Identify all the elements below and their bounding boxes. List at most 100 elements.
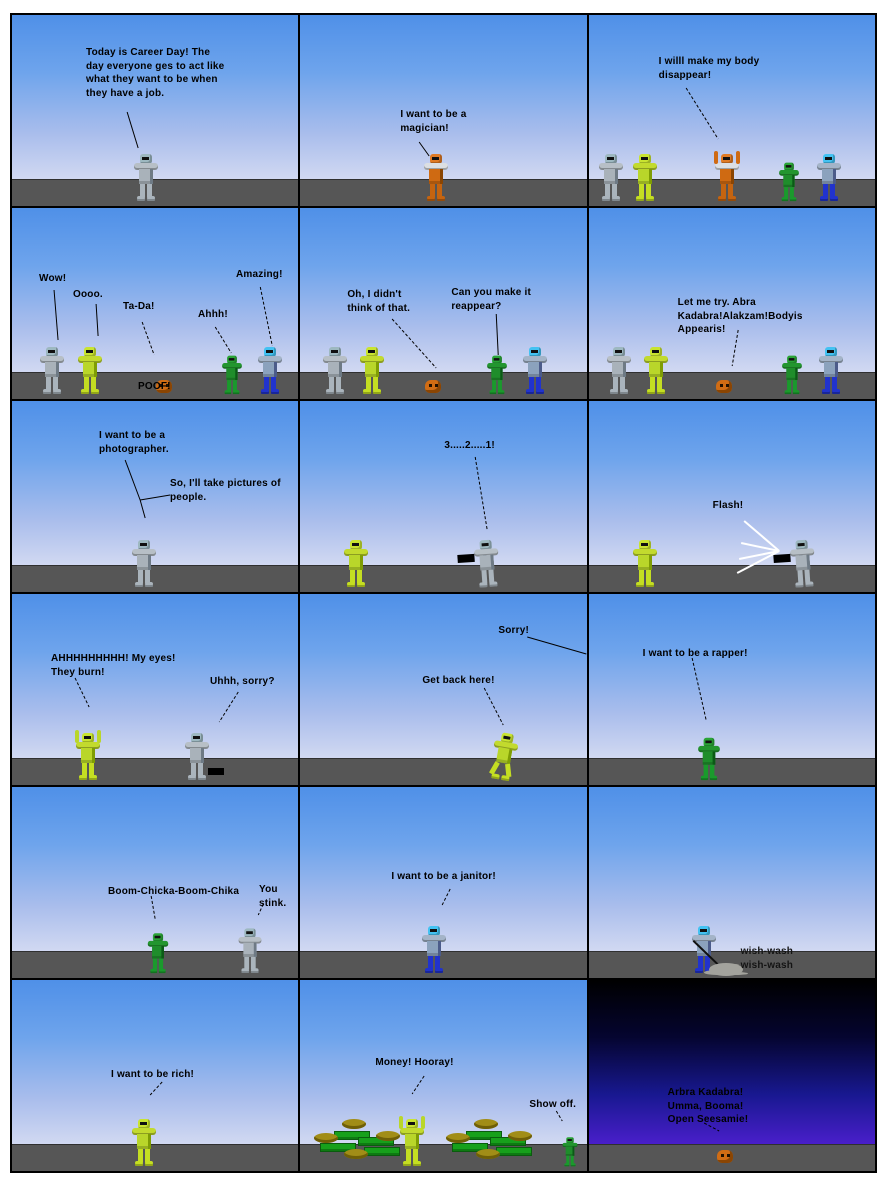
robot-leg	[604, 184, 610, 197]
robot-eyes	[160, 384, 163, 387]
speech-text: I want to be a janitor!	[391, 871, 496, 882]
robot-torso	[83, 362, 97, 377]
robot-leg	[649, 377, 655, 390]
ground	[12, 758, 299, 785]
panel-11: Sorry! Get back here!	[300, 594, 587, 785]
robot-shoulders	[78, 356, 102, 363]
robot-leg	[612, 377, 618, 390]
robot-shoulders	[598, 163, 623, 170]
pointer-line	[392, 318, 437, 369]
pointer-line	[257, 903, 264, 916]
speech-text: Oooo.	[73, 289, 103, 300]
panel-9: Flash!	[588, 401, 875, 592]
robot-foot	[526, 389, 535, 394]
robot-foot	[645, 582, 654, 587]
speech-pointer-lines	[392, 313, 500, 369]
robot-eyes	[640, 157, 648, 160]
robot-leg	[82, 763, 87, 776]
robot-eyes	[429, 384, 433, 387]
robot-green-character	[778, 162, 799, 202]
robot-foot	[427, 196, 436, 201]
robot-gray-character	[606, 347, 631, 395]
robot-torso	[190, 748, 204, 763]
robot-foot	[819, 196, 828, 201]
robot-leg	[158, 958, 164, 970]
robot-foot	[89, 775, 97, 780]
speech-pointer-lines	[731, 329, 739, 367]
speech-pointer-lines	[412, 1075, 564, 1122]
robot-leg	[498, 380, 503, 391]
robot-eyes	[785, 165, 792, 168]
robot-shoulders	[400, 1128, 425, 1135]
robot-foot	[43, 389, 51, 394]
robot-torso	[137, 1134, 151, 1149]
pointer-line	[442, 888, 451, 906]
robot-foot	[145, 582, 153, 587]
robot-lime-character	[643, 347, 668, 395]
robot-eyes	[824, 157, 832, 160]
robot-leg	[428, 956, 434, 969]
robot-gray-character	[185, 733, 209, 781]
robot-blue-character	[816, 154, 841, 202]
robot-leg	[789, 187, 794, 198]
robot-eyes	[640, 543, 648, 546]
pointer-line	[124, 459, 141, 501]
robot-leg	[829, 184, 835, 197]
robot-torso	[226, 367, 238, 381]
robot-leg	[46, 377, 51, 390]
robot-leg	[232, 380, 237, 391]
robot-blue-character	[523, 347, 548, 395]
robot-eyes	[614, 350, 622, 353]
robot-eyes	[494, 358, 500, 361]
robot-blue-character	[258, 347, 282, 395]
speech-pointer-lines	[126, 111, 139, 149]
robot-leg	[138, 570, 143, 583]
robot-foot	[717, 196, 726, 201]
pointer-line	[95, 303, 99, 337]
robot-shoulders	[778, 170, 799, 176]
robot-foot	[831, 389, 840, 394]
money-coin	[314, 1133, 339, 1143]
robot-eyes	[84, 736, 91, 739]
robot-torso	[429, 169, 444, 184]
pointer-line	[218, 691, 239, 723]
panel-8: 3.....2.....1!	[300, 401, 587, 592]
robot-foot	[158, 968, 166, 974]
robot-torso	[823, 362, 838, 377]
robot-foot	[363, 389, 372, 394]
panel-13: Boom-Chicka-Boom-Chika You stink.	[12, 787, 299, 978]
pointer-line	[126, 111, 139, 149]
money-bill	[496, 1147, 533, 1156]
robot-shoulders	[76, 742, 100, 749]
panel-1: Today is Career Day! The day everyone ge…	[12, 15, 299, 206]
ground	[12, 372, 299, 399]
robot-shoulders	[360, 356, 385, 363]
speech-pointer-lines	[691, 657, 707, 721]
robot-foot	[241, 968, 250, 974]
robot-foot	[611, 196, 620, 201]
robot-foot	[601, 196, 610, 201]
robot-arm-raised	[97, 730, 101, 743]
robot-foot	[135, 582, 143, 587]
money-bill	[334, 1131, 371, 1140]
robot-blue-character	[818, 347, 843, 395]
ground	[300, 565, 587, 592]
robot-leg	[264, 377, 269, 390]
pointer-line	[53, 289, 59, 341]
pointer-line	[484, 687, 505, 726]
ground	[12, 179, 299, 206]
robot-foot	[135, 1161, 143, 1166]
speech-text: Sorry!	[498, 625, 529, 636]
robot-foot	[373, 389, 382, 394]
speech-pointer-lines	[124, 459, 171, 519]
robot-eyes	[651, 350, 659, 353]
robot-leg	[536, 377, 542, 390]
speech-text: Oh, I didn't think of that.	[347, 289, 411, 314]
robot-leg	[492, 380, 497, 391]
robot-leg	[638, 184, 644, 197]
money-coin	[344, 1149, 369, 1159]
pointer-line	[703, 1122, 720, 1132]
robot-torso	[565, 1146, 575, 1156]
pointer-line	[527, 636, 587, 655]
robot-shoulders	[781, 363, 802, 369]
